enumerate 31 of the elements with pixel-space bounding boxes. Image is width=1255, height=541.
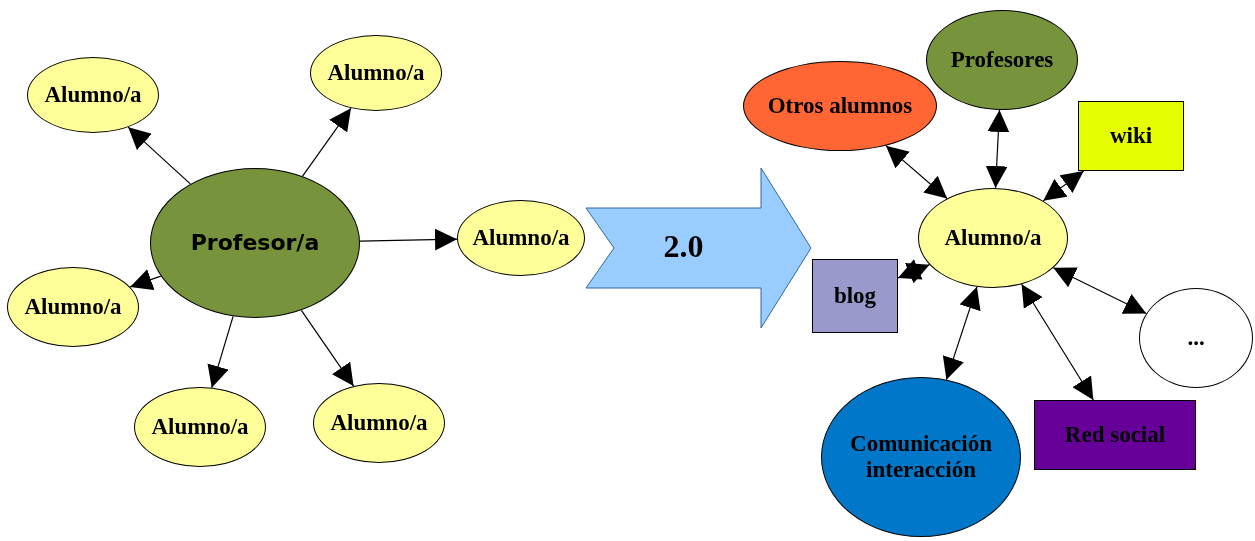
arrow (300, 309, 355, 387)
node-label: Otros alumnos (767, 92, 913, 120)
arrow (885, 145, 948, 200)
blog-box (812, 259, 898, 333)
node-label: Red social (1064, 421, 1166, 449)
node-label: ... (1187, 324, 1205, 352)
node-label: Alumno/a (151, 413, 249, 441)
arrow (1021, 283, 1094, 401)
node-label: wiki (1109, 122, 1153, 150)
node-label: Alumno/a (327, 59, 425, 87)
arrow (1052, 267, 1147, 315)
arrow (985, 109, 1010, 189)
node-label: Profesor/a (190, 230, 320, 256)
node-label: Comunicación interacción (849, 430, 993, 484)
node-label: blog (833, 282, 877, 310)
node-label: Alumno/a (44, 81, 142, 109)
node-label: Profesores (950, 46, 1054, 74)
arrow (129, 269, 162, 290)
arrow (127, 126, 191, 185)
social-network-box (1034, 400, 1196, 470)
arrow (302, 107, 352, 177)
arrow (359, 228, 458, 251)
arrow (897, 259, 931, 284)
node-label: Alumno/a (330, 409, 428, 437)
arrow (1042, 170, 1085, 202)
wiki-box (1078, 101, 1184, 171)
node-label: Alumno/a (24, 293, 122, 321)
arrow (942, 286, 981, 381)
node-label: Alumno/a (944, 224, 1042, 252)
node-label: Alumno/a (472, 224, 570, 252)
block-arrow (585, 167, 812, 329)
